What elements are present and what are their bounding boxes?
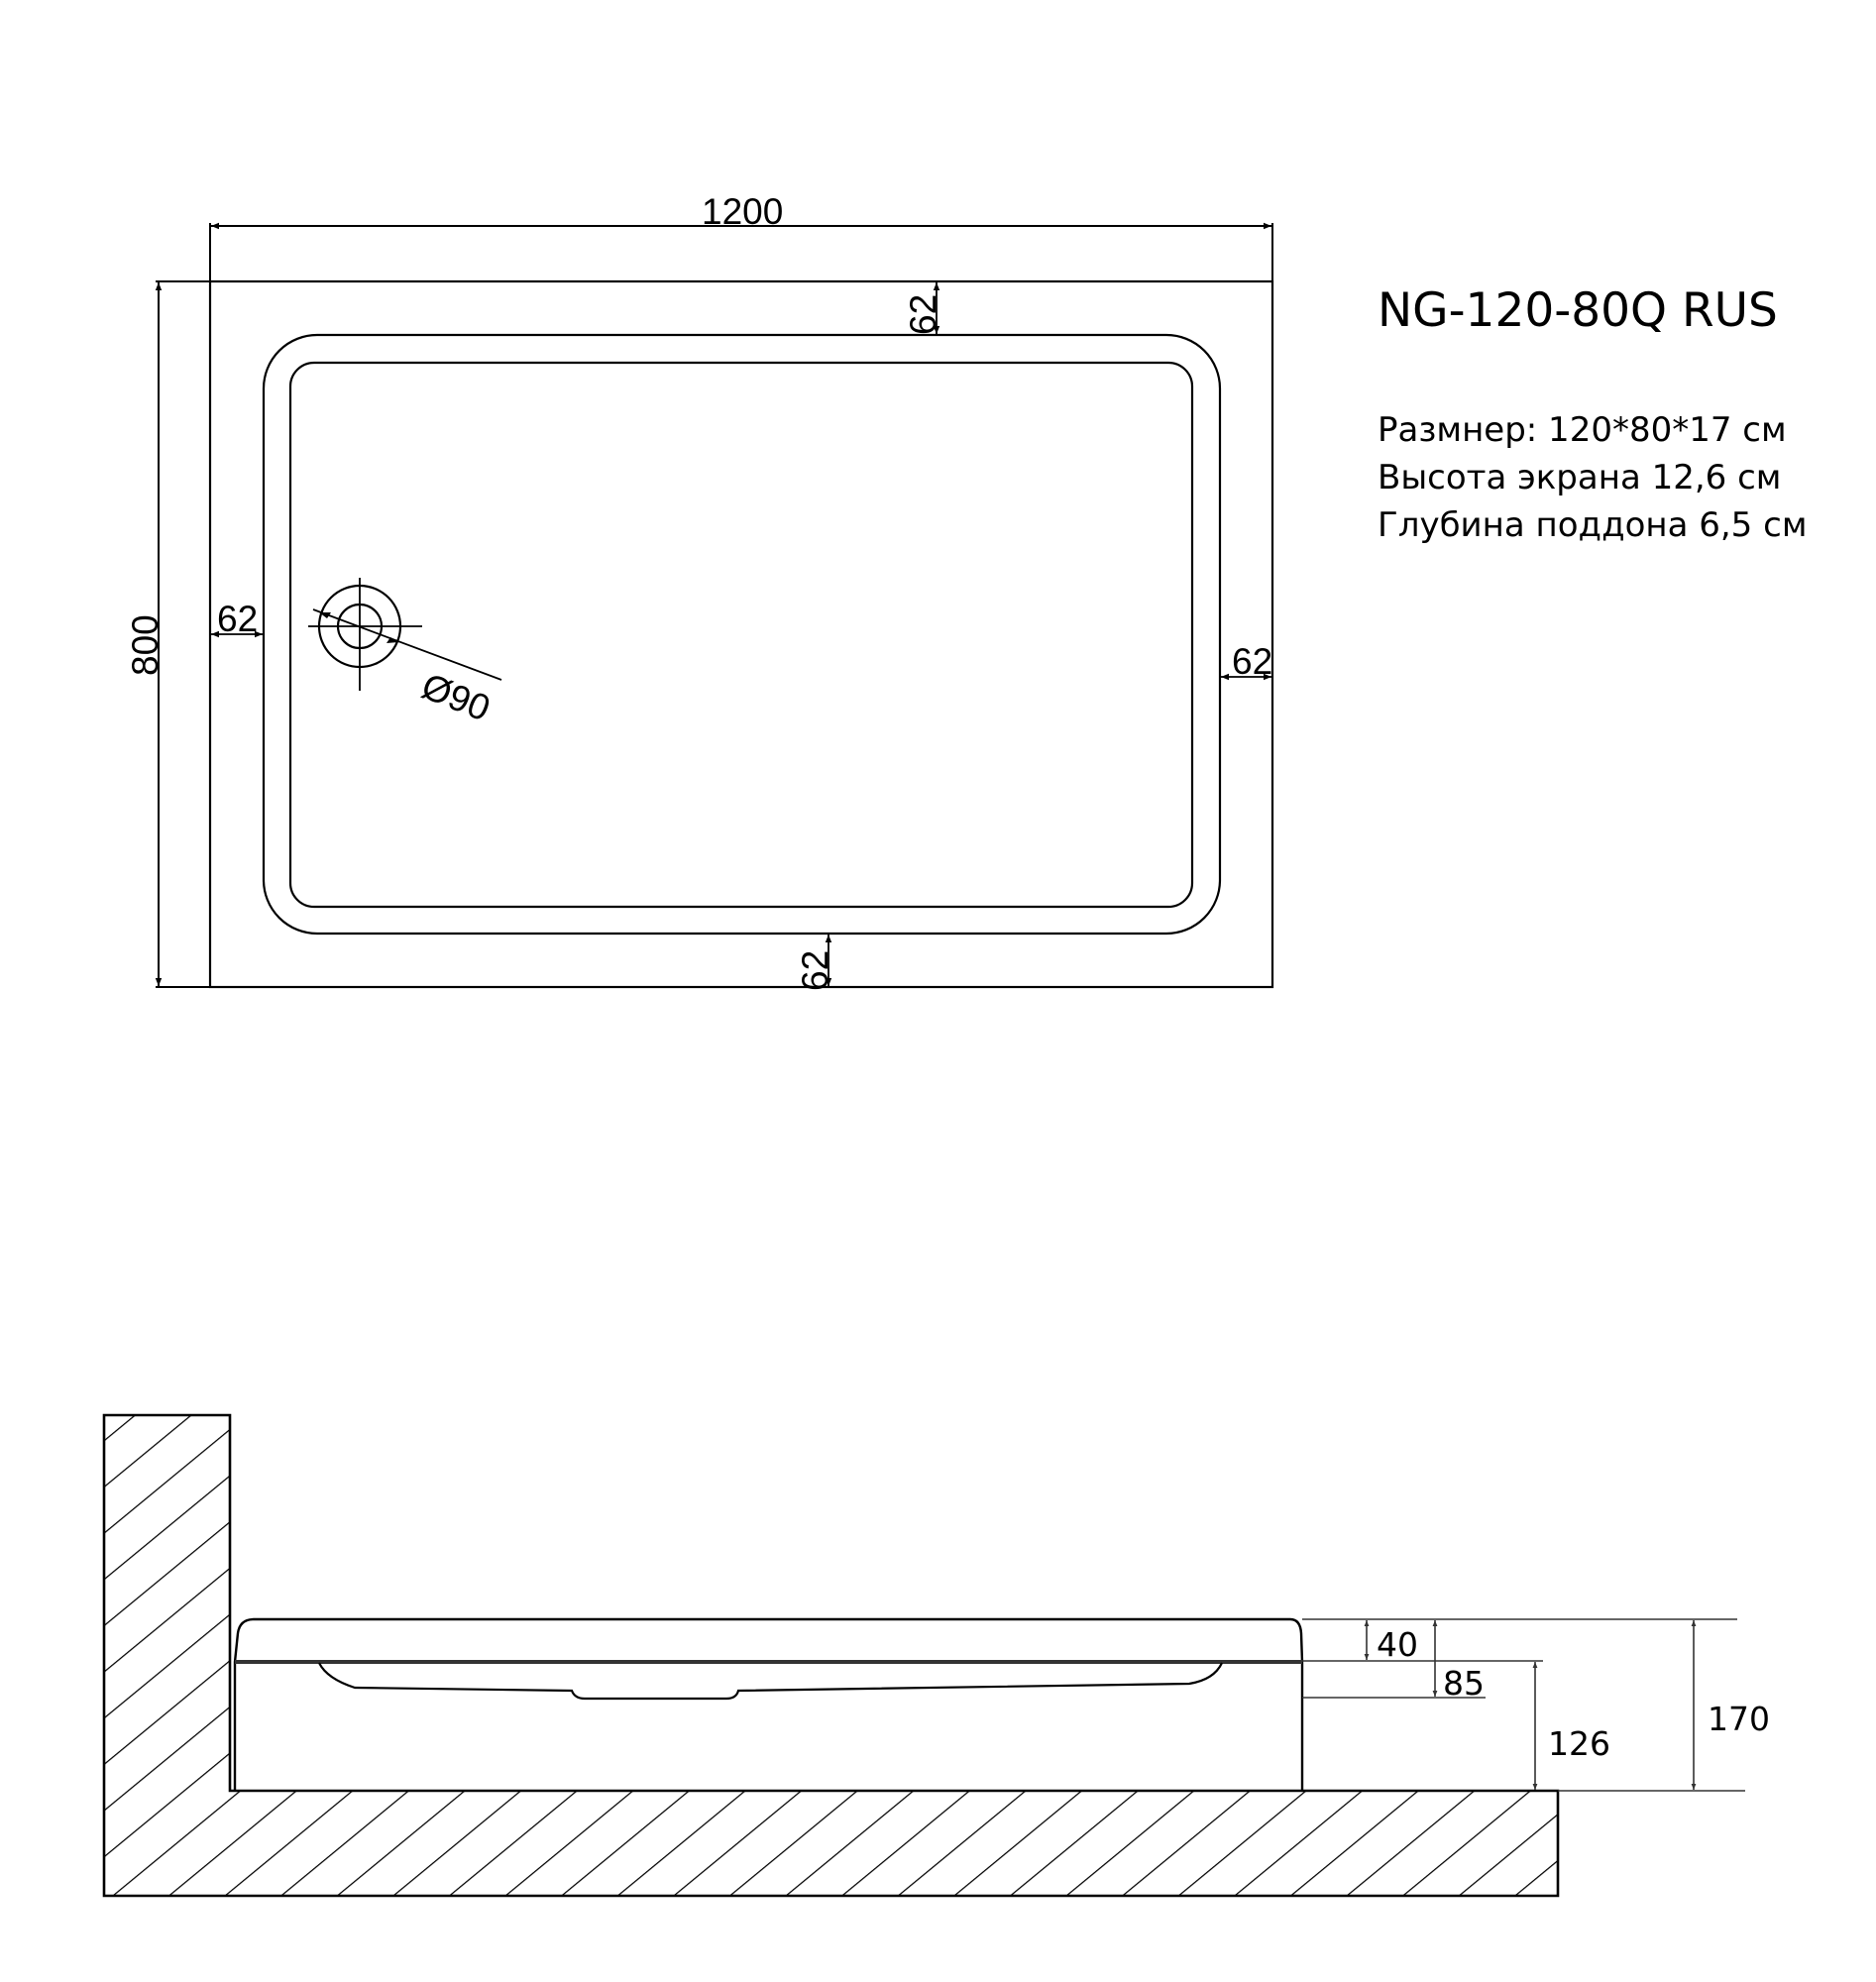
rim-top-label: 62 <box>903 294 943 335</box>
rim-bottom-label: 62 <box>795 950 835 991</box>
section-view: 40 85 126 170 <box>102 1413 1770 1898</box>
spec-screen-height: Высота экрана 12,6 см <box>1378 458 1782 497</box>
screen-height-label: 126 <box>1548 1724 1610 1763</box>
rim-outer <box>262 333 1222 936</box>
total-height-label: 170 <box>1708 1700 1770 1738</box>
basin-inner <box>288 361 1194 909</box>
height-dimension-label: 800 <box>125 614 166 676</box>
top-view <box>155 222 1274 989</box>
drain-leader-line <box>312 608 502 681</box>
rim-right-label: 62 <box>1232 641 1272 682</box>
width-dimension-label: 1200 <box>702 191 783 232</box>
tray-section <box>233 1617 1304 1791</box>
drain-icon <box>308 578 502 691</box>
spec-tray-depth: Глубина поддона 6,5 см <box>1378 505 1808 545</box>
basin-bottom <box>318 1662 1223 1701</box>
rim-height-label: 40 <box>1377 1625 1418 1664</box>
tray-outline <box>208 279 1274 989</box>
drain-diameter-label: Ø90 <box>416 665 496 728</box>
model-title: NG-120-80Q RUS <box>1378 283 1778 338</box>
wall-and-floor-hatch <box>102 1413 1560 1898</box>
basin-depth-label: 85 <box>1443 1664 1485 1703</box>
spec-size: Размнер: 120*80*17 см <box>1378 410 1787 450</box>
rim-left-label: 62 <box>217 599 258 639</box>
